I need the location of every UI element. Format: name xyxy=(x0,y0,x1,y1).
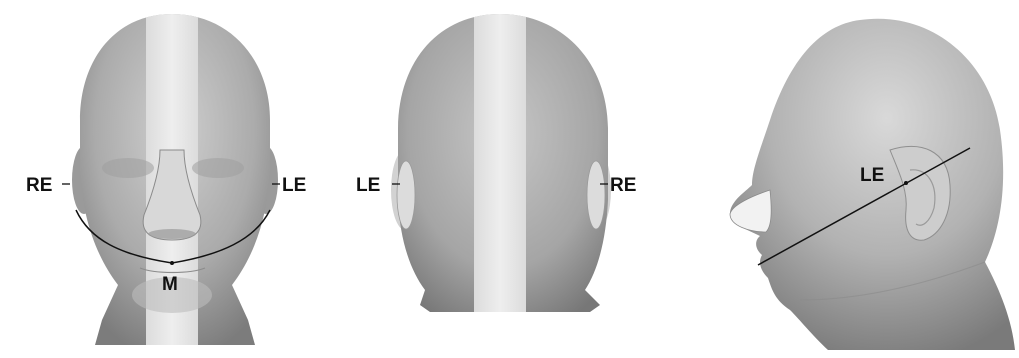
back-left-ear-front xyxy=(397,161,415,229)
front-eye-shade-right xyxy=(102,158,154,178)
back-head: LE RE xyxy=(356,0,636,358)
front-head: RE LE M xyxy=(26,0,306,358)
back-center-stripe xyxy=(474,0,526,358)
front-le-label: LE xyxy=(282,175,306,196)
back-le-label: LE xyxy=(356,175,380,196)
back-re-label: RE xyxy=(610,175,636,196)
side-le-point xyxy=(904,181,908,185)
side-head: LE xyxy=(730,19,1015,350)
front-nostrils-shadow xyxy=(148,229,196,239)
front-m-label: M xyxy=(162,274,178,295)
side-le-label: LE xyxy=(860,165,884,186)
back-right-ear-front xyxy=(587,161,605,229)
front-re-label: RE xyxy=(26,175,52,196)
front-m-point xyxy=(170,261,174,265)
front-eye-shade-left xyxy=(192,158,244,178)
